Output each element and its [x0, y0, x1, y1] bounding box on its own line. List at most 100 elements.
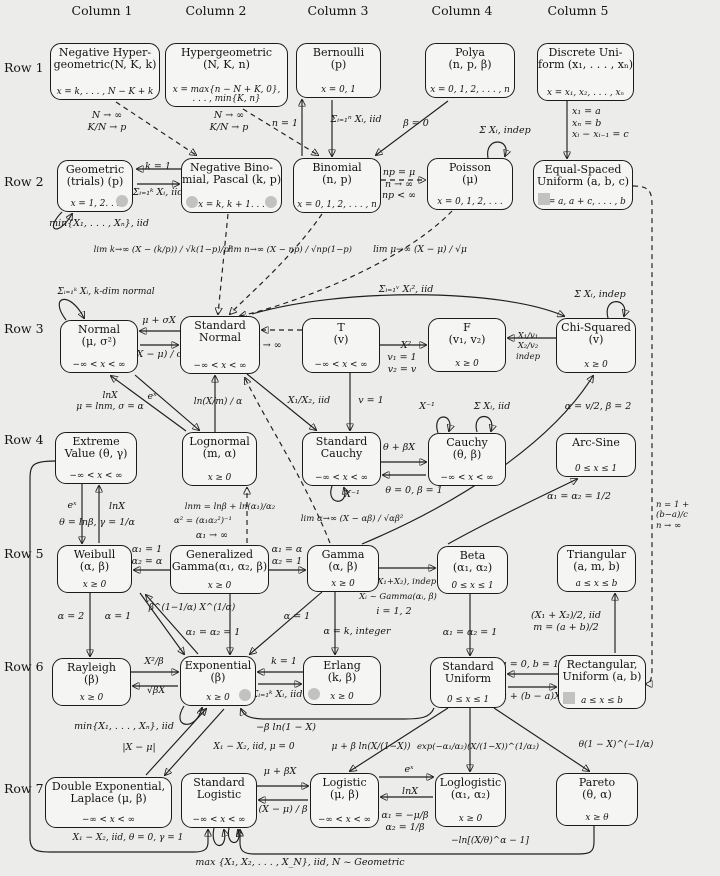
- label-l-fratio: X₁/v₁ X₂/v₂ indep: [515, 331, 541, 362]
- box-support: x = 0, 1, 2, . . . , n: [297, 199, 377, 210]
- edge-doubleexp-exponential: [145, 709, 206, 776]
- label-l-v-1: v = 1: [358, 395, 384, 406]
- box-title-line: Gamma(α₁, α₂, β): [171, 560, 268, 574]
- box-support: x ≥ θ: [585, 812, 609, 823]
- box-title-line: (n, p): [322, 173, 352, 187]
- box-support: −∞ < x < ∞: [315, 472, 368, 483]
- box-title-line: Double Exponential,: [51, 780, 166, 793]
- box-weibull: Weibull(α, β)x ≥ 0: [57, 545, 132, 593]
- box-title-line: Arc-Sine: [572, 436, 620, 449]
- label-l-a1-ge: α = 1: [283, 611, 311, 622]
- box-title-line: Laplace (μ, β): [70, 792, 147, 806]
- box-support: −∞ < x < ∞: [314, 359, 368, 370]
- label-l-mubx: μ + βX: [263, 766, 297, 777]
- box-support: −∞ < x < ∞: [193, 360, 247, 371]
- column-header-4: Column 4: [431, 3, 493, 18]
- box-title-line: Extreme: [72, 435, 120, 448]
- edge-stdnormal-chisquared: [251, 294, 564, 316]
- box-title-line: (m, α): [202, 447, 237, 461]
- box-erlang: Erlang(k, β)x ≥ 0: [303, 656, 381, 705]
- box-support: a ≤ x ≤ b: [575, 578, 618, 589]
- box-support: x ≥ 0: [455, 358, 479, 369]
- row-header-3: Row 3: [4, 321, 44, 336]
- box-title-line: Uniform (a, b): [562, 670, 642, 684]
- box-title-line: (N, K, n): [203, 58, 250, 72]
- box-support: −∞ < x < ∞: [318, 814, 371, 825]
- box-title-line: (α₁, α₂): [452, 561, 493, 575]
- box-binomial: Binomial(n, p)x = 0, 1, 2, . . . , n: [293, 158, 381, 213]
- label-l-lim-nb: lim k→∞ (X − (k/p)) ∕ √k(1−p)/p²: [93, 245, 233, 255]
- edge-neghyper-negbinomial: [115, 101, 196, 155]
- box-negative-binomial: Negative Bino-mial, Pascal (k, p)x = k, …: [181, 158, 282, 213]
- label-l-betaln: −β ln(1 − X): [256, 722, 316, 733]
- edge-exponential-selfloop: [179, 705, 202, 725]
- label-l-lnxm: ln(X/m) ∕ α: [193, 397, 243, 407]
- label-l-lnx-n: lnX μ = lnm, σ = α: [76, 391, 144, 412]
- edge-stdnormal-stdcauchy: [246, 373, 316, 430]
- edge-binomial-stdnormal: [230, 213, 323, 314]
- box-support: x ≥ 0: [330, 691, 354, 702]
- box-support: x = k, . . . , N − K + k: [56, 86, 154, 97]
- label-l-x2b: X²/β: [144, 656, 164, 667]
- box-support: x ≥ 0: [82, 579, 107, 590]
- row-header-5: Row 5: [4, 546, 44, 561]
- box-pareto: Pareto(θ, α)x ≥ θ: [556, 773, 638, 826]
- box-rayleigh: Rayleigh(β)x ≥ 0: [52, 658, 131, 706]
- label-l-lnx-ll: lnX: [402, 786, 418, 797]
- box-hypergeometric: Hypergeometric(N, K, n)x = max{n − N + K…: [165, 43, 288, 107]
- edge-equalspaced-rectangular: [632, 185, 653, 684]
- label-l-a1-we: α = 1: [104, 611, 132, 622]
- box-support: x = 0, 1, 2, . . . , n: [430, 84, 510, 95]
- label-l-min-exp: min{X₁, . . . , Xₙ}, iid: [74, 721, 174, 732]
- label-l-sum-k-exp: Σᵢ₌₁ᵏ Xᵢ, iid: [251, 689, 303, 700]
- label-l-n1: n = 1: [271, 118, 299, 129]
- box-title-line: Beta: [459, 549, 486, 562]
- box-lognormal: Lognormal(m, α)x ≥ 0: [182, 432, 257, 486]
- box-title-line: Triangular: [566, 548, 627, 561]
- box-support: −∞ < x < ∞: [440, 472, 494, 483]
- box-title-line: (α, β): [328, 560, 358, 574]
- box-support: 0 ≤ x ≤ 1: [574, 463, 618, 474]
- edge-gamma-stdnormal: [245, 378, 331, 544]
- box-gamma: Gamma(α, β)x ≥ 0: [307, 545, 379, 592]
- box-t: T(v)−∞ < x < ∞: [302, 318, 380, 373]
- label-l-ex-w: eˣ: [67, 500, 77, 511]
- label-l-xinv-sc: X⁻¹: [344, 489, 360, 500]
- box-title-line: Discrete Uni-: [548, 46, 623, 59]
- label-l-hg-bin: N → ∞ K/N → p: [209, 110, 249, 133]
- box-title-line: (θ, β): [452, 448, 482, 462]
- box-support: x ≥ 0: [79, 692, 104, 703]
- box-title-line: Logistic: [322, 776, 367, 789]
- label-l-i12: i = 1, 2: [376, 606, 412, 617]
- label-l-sqbx: √βX: [146, 685, 166, 696]
- box-title-line: Weibull: [73, 548, 116, 561]
- box-title-line: Uniform: [444, 672, 492, 686]
- box-support: x = 0, 1: [321, 84, 356, 95]
- box-title-line: Loglogistic: [439, 776, 502, 789]
- box-support: x ≥ 0: [207, 472, 232, 483]
- box-title-line: Generalized: [185, 548, 254, 561]
- label-l-sum-indep-chi: Σ Xᵢ, indep: [574, 289, 626, 300]
- box-support: x ≥ 0: [458, 813, 483, 824]
- box-title-line: (n, p, β): [448, 58, 492, 72]
- label-l-nc: n = 1 + (b−a)/c n → ∞: [656, 500, 690, 531]
- box-title-line: (p): [330, 58, 347, 72]
- box-title-line: Logistic: [196, 788, 242, 802]
- box-title-line: Exponential: [184, 659, 252, 672]
- label-l-ak: α = k, integer: [323, 626, 391, 637]
- label-l-lim-poi: lim μ→∞ (X − μ) ∕ √μ: [373, 245, 467, 255]
- box-title-line: Chi-Squared: [561, 321, 631, 334]
- grey-dot-icon: [308, 688, 320, 700]
- box-title-line: Erlang: [323, 659, 361, 672]
- box-title-line: Normal: [198, 331, 241, 345]
- box-chi-squared: Chi-Squared(v)x ≥ 0: [556, 318, 636, 373]
- box-title-line: (μ, σ²): [81, 335, 117, 349]
- label-l-x1mx2: X₁ − X₂, iid, μ = 0: [213, 742, 295, 752]
- label-l-theta0: θ = 0, β = 1: [385, 485, 443, 496]
- box-support: 0 ≤ x ≤ 1: [446, 694, 490, 705]
- grey-dot-icon: [265, 196, 277, 208]
